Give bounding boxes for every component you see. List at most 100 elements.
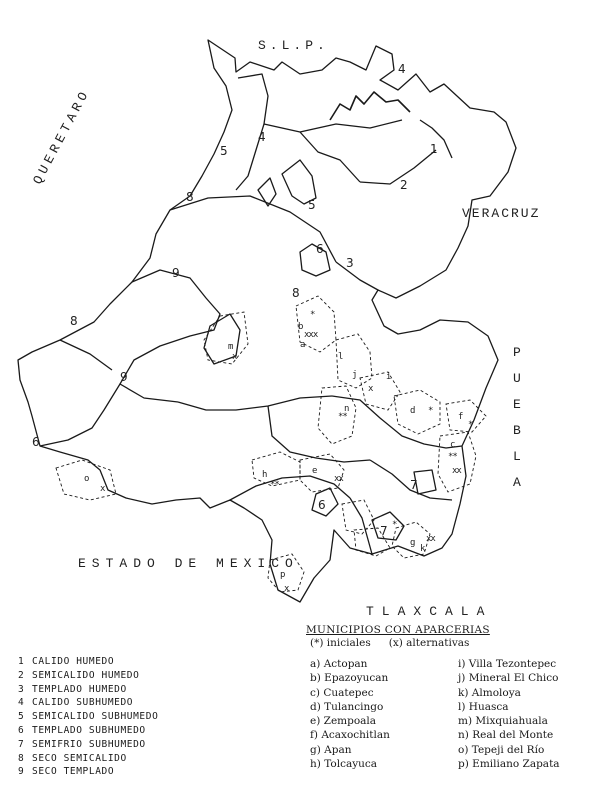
municipality-letter: f xyxy=(458,412,464,422)
initial-marks: ** xyxy=(270,480,280,490)
municipality-letter: g xyxy=(410,538,416,548)
municipality-letter: b xyxy=(298,322,304,332)
alternative-mark: x xyxy=(100,484,106,494)
legend-key: 3 xyxy=(18,683,25,695)
legend-row: 5 SEMICALIDO SUBHUMEDO xyxy=(18,710,158,724)
municipality-letter: m xyxy=(228,342,234,352)
map-area: S.L.P. QUERETARO VERACRUZ P U E B L A ES… xyxy=(17,38,541,619)
municipio-item: e) Zempoala xyxy=(310,715,377,728)
municipio-item: k) Almoloya xyxy=(458,686,521,699)
hidalgo-climate-map xyxy=(17,39,517,603)
municipio-item: j) Mineral El Chico xyxy=(458,672,559,685)
zone-number: 4 xyxy=(258,130,266,144)
legend-row: 4 CALIDO SUBHUMEDO xyxy=(18,696,158,710)
puebla-letter: A xyxy=(513,475,521,490)
municipio-item: g) Apan xyxy=(310,743,352,756)
alternative-marks: xx xyxy=(426,534,436,544)
legend-row: 6 TEMPLADO SUBHUMEDO xyxy=(18,724,158,738)
municipios-title: MUNICIPIOS CON APARCERIAS xyxy=(306,624,490,636)
legend-key: 2 xyxy=(18,669,25,681)
municipios-list: a) Actopan b) Epazoyucan c) Cuatepec d) … xyxy=(310,657,606,771)
alternative-marks: xx xyxy=(334,474,344,484)
mark-key: (*) iniciales (x) alternativas xyxy=(310,637,606,649)
legend-key: 9 xyxy=(18,766,25,778)
legend-row: 7 SEMIFRIO SUBHUMEDO xyxy=(18,738,158,752)
zone-number: 7 xyxy=(380,524,388,538)
alternative-key: (x) alternativas xyxy=(388,637,470,649)
legend-key: 6 xyxy=(18,724,25,736)
legend-label: SEMICALIDO HUMEDO xyxy=(32,669,140,681)
initial-key: (*) iniciales xyxy=(310,637,371,649)
municipio-item: f) Acaxochitlan xyxy=(310,729,390,742)
municipio-item: b) Epazoyucan xyxy=(310,672,389,685)
legend-key: 8 xyxy=(18,752,25,764)
municipality-letter: j xyxy=(352,370,358,380)
initial-marks: ** xyxy=(338,412,348,422)
zone-number: 8 xyxy=(70,314,78,328)
municipality-letter: c xyxy=(450,440,456,450)
municipality-letter: o xyxy=(84,474,90,484)
alternative-marks: xx xyxy=(452,466,462,476)
puebla-letter: E xyxy=(513,397,521,412)
municipio-item: c) Cuatepec xyxy=(310,686,374,699)
alternative-mark: x xyxy=(368,384,374,394)
legend-key: 7 xyxy=(18,738,25,750)
zone-number: 3 xyxy=(346,256,354,270)
municipios-column-1: a) Actopan b) Epazoyucan c) Cuatepec d) … xyxy=(310,657,458,771)
zone-number: 6 xyxy=(316,242,324,256)
legend-label: CALIDO HUMEDO xyxy=(32,656,115,667)
legend-row: 2 SEMICALIDO HUMEDO xyxy=(18,669,158,683)
label-puebla: P U E B L A xyxy=(513,340,521,496)
legend-row: 8 SECO SEMICALIDO xyxy=(18,752,158,766)
zone-number: 4 xyxy=(398,62,406,76)
zone-number: 2 xyxy=(400,178,408,192)
municipality-letter: d xyxy=(410,406,416,416)
state-border xyxy=(17,39,517,603)
initial-mark: * xyxy=(428,406,434,416)
zone-number: 6 xyxy=(32,435,40,449)
initial-mark: * xyxy=(392,520,398,530)
municipality-letter: n xyxy=(344,404,350,414)
puebla-letter: P xyxy=(513,345,521,360)
municipio-item: l) Huasca xyxy=(458,700,509,713)
label-slp: S.L.P. xyxy=(258,38,329,53)
municipio-item: m) Mixquiahuala xyxy=(458,715,548,728)
legend-label: SECO SEMICALIDO xyxy=(32,752,127,764)
alternative-mark: x xyxy=(284,584,290,594)
zone-number: 9 xyxy=(120,370,128,384)
municipality-letter: k xyxy=(420,544,426,554)
label-tlaxcala: TLAXCALA xyxy=(366,604,493,619)
municipality-letter: a xyxy=(300,340,306,350)
label-veracruz: VERACRUZ xyxy=(462,206,541,221)
puebla-letter: B xyxy=(513,423,521,438)
municipality-letter: l xyxy=(338,352,344,362)
initial-mark: * xyxy=(310,310,316,320)
legend-label: SEMICALIDO SUBHUMEDO xyxy=(32,711,159,723)
legend-label: CALIDO SUBHUMEDO xyxy=(32,697,134,709)
zone-number: 9 xyxy=(172,266,180,280)
legend-label: TEMPLADO HUMEDO xyxy=(32,683,127,695)
zone-number: 1 xyxy=(430,142,438,156)
municipality-letter: p xyxy=(280,570,286,580)
municipio-item: a) Actopan xyxy=(310,658,368,670)
legend-key: 1 xyxy=(18,656,25,667)
legend-key: 4 xyxy=(18,697,25,709)
label-estado-de-mexico: ESTADO DE MEXICO xyxy=(78,556,299,571)
legend-label: SEMIFRIO SUBHUMEDO xyxy=(32,738,146,750)
legend-label: TEMPLADO SUBHUMEDO xyxy=(32,724,146,736)
municipios-column-2: i) Villa Tezontepec j) Mineral El Chico … xyxy=(458,657,606,771)
zone-number: 5 xyxy=(220,144,228,158)
initial-marks: ** xyxy=(448,452,458,462)
municipio-item: h) Tolcayuca xyxy=(310,758,378,771)
puebla-letter: U xyxy=(513,371,521,386)
municipio-item: p) Emiliano Zapata xyxy=(458,758,560,771)
zone-number: 7 xyxy=(410,478,418,492)
legend-row: 1 CALIDO HUMEDO xyxy=(18,655,158,669)
initial-mark: * xyxy=(468,420,474,430)
legend-key: 5 xyxy=(18,711,25,723)
municipio-item: o) Tepeji del Río xyxy=(458,743,545,756)
alternative-marks: xxx xyxy=(304,330,318,340)
municipality-letter: h xyxy=(262,470,268,480)
